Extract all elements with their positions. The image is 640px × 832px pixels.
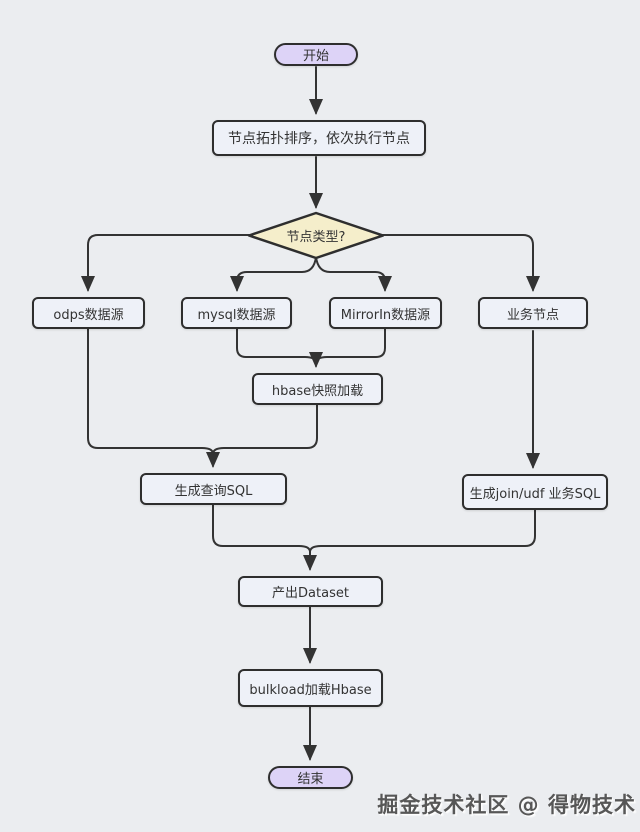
watermark-text: 掘金技术社区 @ 得物技术 (377, 793, 636, 817)
node-bulkload-hbase: bulkload加载Hbase (238, 669, 383, 707)
node-mysql-source: mysql数据源 (181, 297, 292, 329)
node-type-decision: 节点类型? (286, 229, 346, 245)
node-output-dataset: 产出Dataset (238, 576, 383, 607)
edge-genjoin-dataset (309, 509, 536, 553)
node-business: 业务节点 (478, 297, 588, 329)
edge-mysql-hbase (236, 328, 323, 368)
edge-mirrorin-hbase (315, 328, 386, 364)
node-end: 结束 (268, 766, 353, 789)
decision-diamond-shape (247, 211, 385, 260)
edge-type-mirrorin (315, 256, 392, 292)
node-start: 开始 (274, 43, 358, 66)
node-hbase-snapshot-load: hbase快照加载 (252, 373, 383, 405)
edge-type-biz (381, 234, 540, 292)
edge-type-mysql (230, 256, 317, 292)
node-mirrorin-source: MirrorIn数据源 (329, 297, 442, 329)
node-topo-sort: 节点拓扑排序，依次执行节点 (212, 120, 426, 156)
node-generate-join-udf-sql: 生成join/udf 业务SQL (462, 474, 608, 510)
node-odps-source: odps数据源 (32, 297, 145, 329)
edge-type-odps (81, 234, 251, 292)
node-generate-query-sql: 生成查询SQL (140, 473, 287, 505)
edge-gensql-dataset (212, 504, 317, 571)
edge-hbase-gensql (212, 404, 318, 455)
edge-odps-gensql (87, 328, 220, 468)
